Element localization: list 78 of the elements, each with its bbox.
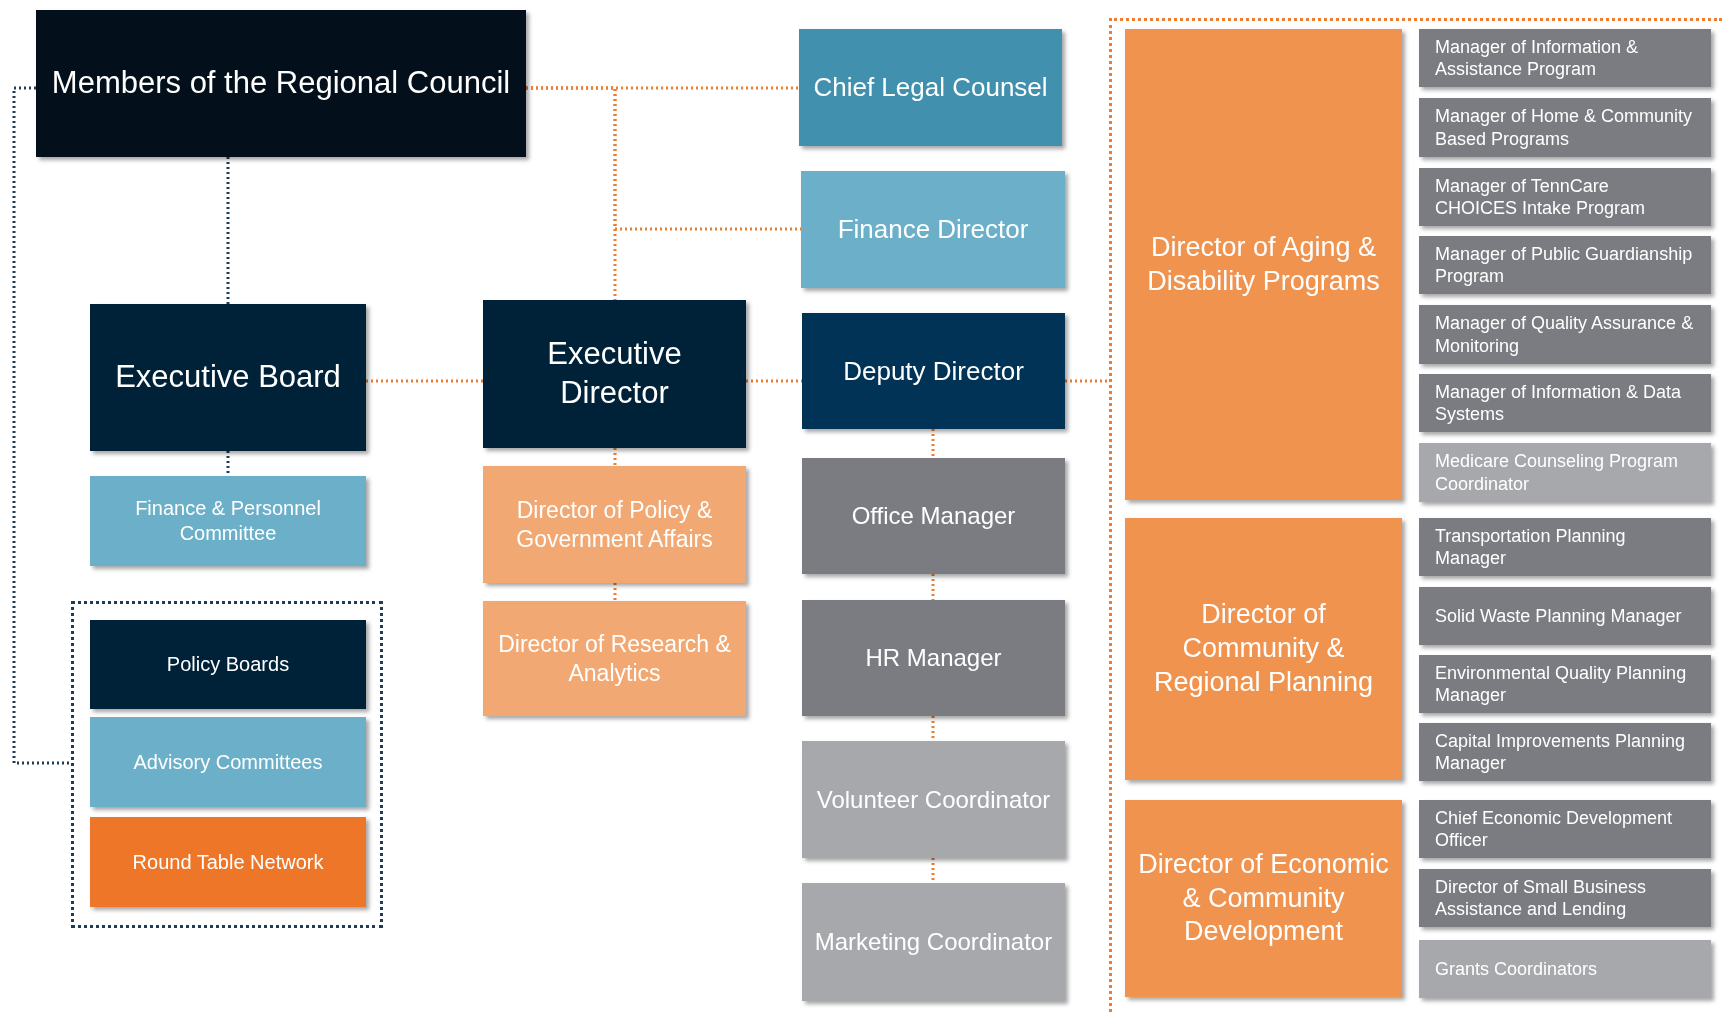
box-label: Director of Small Business Assistance and Lending [1435, 875, 1648, 921]
box-label: Chief Economic Development Officer [1435, 806, 1674, 852]
org-box [1125, 29, 1402, 500]
connector-line [931, 429, 935, 458]
box-label: Round Table Network [132, 849, 324, 875]
box-label: Director of Research & Analytics [497, 629, 732, 688]
box-label: Manager of Public Guardianship Program [1435, 242, 1694, 288]
org-box [90, 304, 366, 451]
connector-line [931, 858, 935, 883]
org-box [1125, 800, 1402, 997]
org-box [1419, 305, 1711, 364]
connector-line [931, 574, 935, 600]
org-box [802, 741, 1065, 858]
org-box [1419, 518, 1711, 576]
connector-line [12, 86, 71, 765]
org-box [90, 476, 366, 566]
org-box [90, 717, 366, 807]
box-label: HR Manager [865, 643, 1002, 673]
box-label: Deputy Director [843, 354, 1024, 388]
org-box [1419, 800, 1711, 858]
org-box [1419, 29, 1711, 87]
org-box [483, 466, 746, 583]
org-box [1419, 236, 1711, 294]
box-label: Director of Aging & Disability Programs [1146, 230, 1381, 298]
box-label: Director of Community & Regional Planning [1152, 598, 1375, 699]
box-label: Marketing Coordinator [814, 927, 1053, 957]
connector-line [226, 451, 230, 476]
org-box [1419, 869, 1711, 927]
org-box [1419, 655, 1711, 713]
box-label: Policy Boards [166, 652, 290, 677]
org-box [1125, 518, 1402, 780]
box-label: Manager of TennCare CHOICES Intake Program [1435, 174, 1647, 220]
box-label: Capital Improvements Planning Manager [1435, 729, 1687, 775]
box-label: Manager of Home & Community Based Programs [1435, 105, 1694, 150]
box-label: Office Manager [851, 501, 1016, 531]
box-label: Manager of Information & Data Systems [1435, 380, 1683, 426]
org-box [802, 313, 1065, 429]
box-label: Executive Board [115, 358, 341, 397]
org-box [802, 600, 1065, 716]
box-label: Volunteer Coordinator [816, 784, 1051, 815]
box-label: Executive Director [546, 335, 683, 412]
connector-line [226, 157, 230, 304]
org-box [802, 883, 1065, 1001]
box-label: Director of Economic & Community Development [1137, 847, 1390, 949]
org-box [90, 620, 366, 709]
dotted-group-frame [71, 601, 383, 928]
org-box [802, 458, 1065, 574]
connector-line [613, 448, 617, 466]
box-label: Finance Director [837, 213, 1029, 246]
box-label: Finance & Personnel Committee [134, 496, 322, 546]
org-box [483, 300, 746, 448]
box-label: Director of Policy & Government Affairs [515, 495, 714, 554]
org-box [1419, 168, 1711, 226]
org-box [36, 10, 526, 157]
box-label: Advisory Committees [133, 749, 323, 775]
box-label: Grants Coordinators [1435, 957, 1598, 981]
connector-line [931, 716, 935, 741]
box-label: Members of the Regional Council [51, 64, 511, 103]
connector-line [1065, 379, 1109, 383]
org-box [1419, 98, 1711, 157]
dotted-group-frame [1109, 18, 1722, 1012]
box-label: Chief Legal Counsel [813, 71, 1048, 104]
box-label: Manager of Quality Assurance & Monitoring [1435, 312, 1695, 357]
box-label: Medicare Counseling Program Coordinator [1435, 450, 1680, 495]
org-box [1419, 723, 1711, 781]
org-box [801, 171, 1065, 288]
org-box [483, 601, 746, 716]
org-box [799, 29, 1062, 146]
org-box [1419, 940, 1711, 998]
org-box [1419, 443, 1711, 502]
org-box [1419, 374, 1711, 432]
box-label: Transportation Planning Manager [1435, 524, 1627, 570]
box-label: Solid Waste Planning Manager [1435, 604, 1682, 628]
org-box [90, 817, 366, 907]
box-label: Environmental Quality Planning Manager [1435, 661, 1688, 707]
org-box [1419, 587, 1711, 645]
connector-line [613, 583, 617, 601]
box-label: Manager of Information & Assistance Program [1435, 35, 1640, 81]
